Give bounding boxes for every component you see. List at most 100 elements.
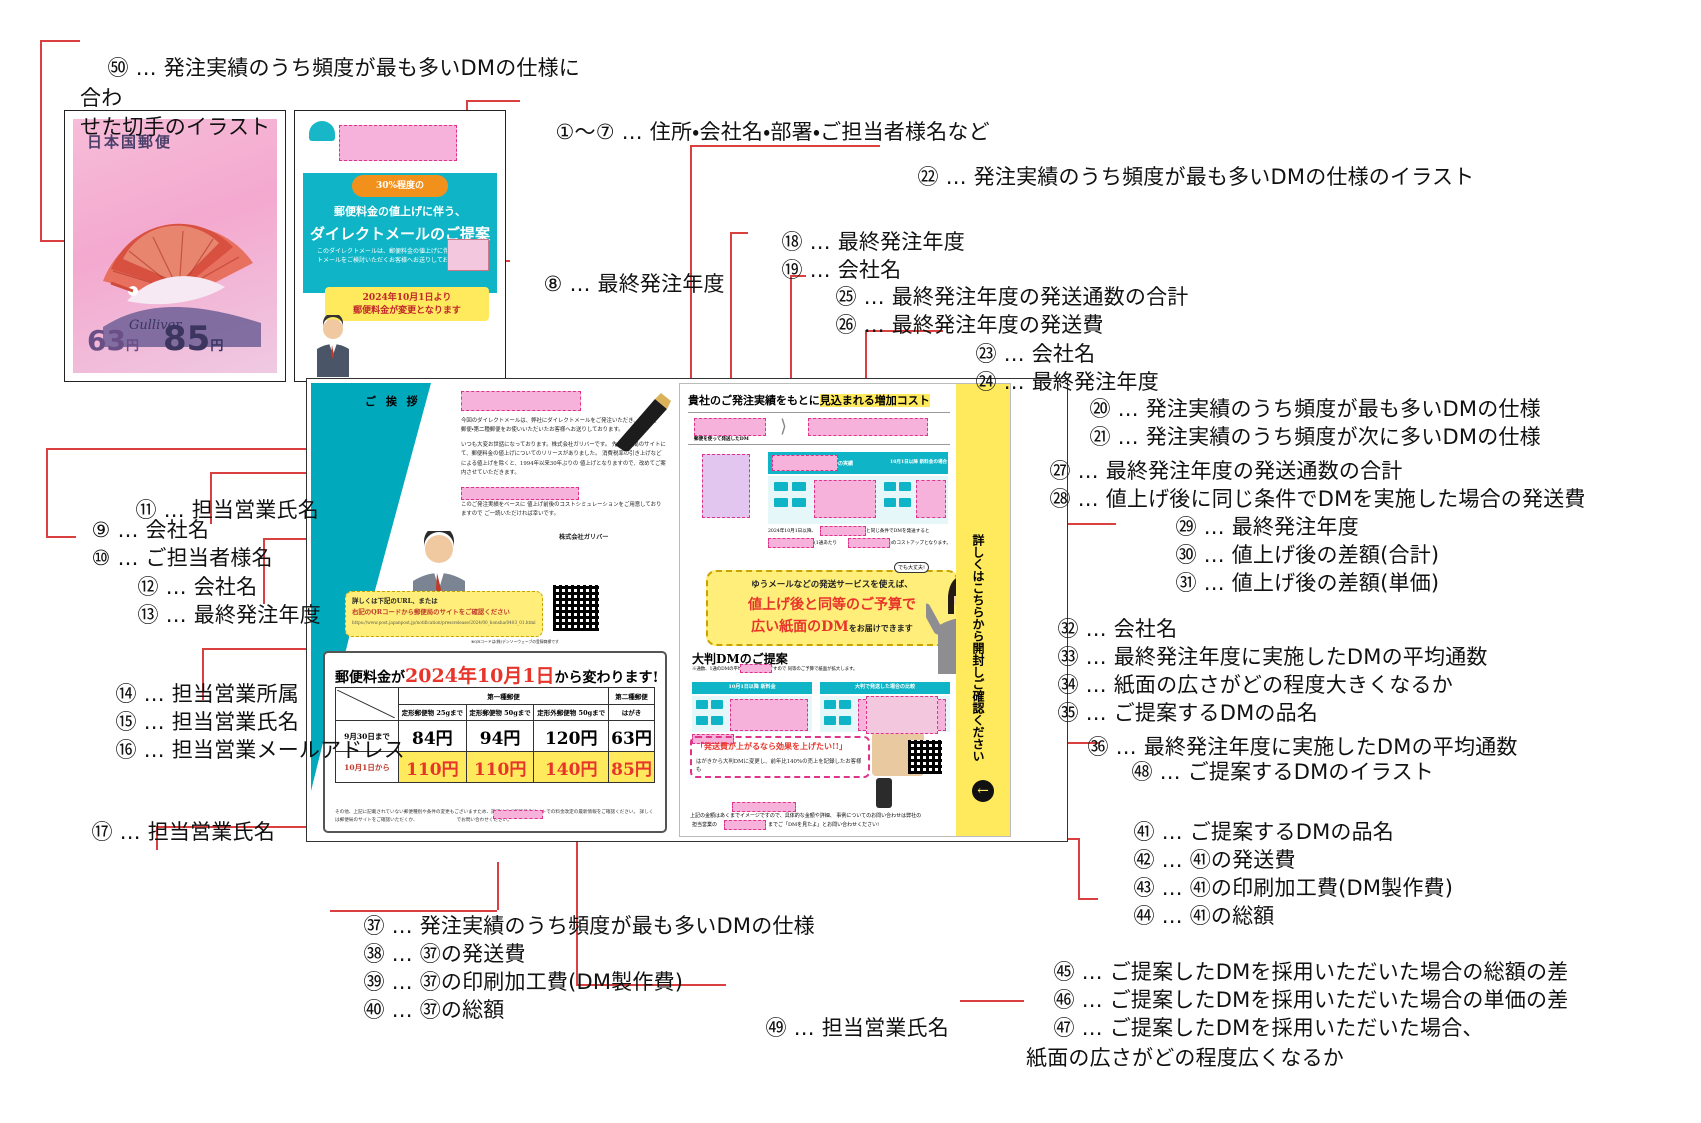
pink-placeholder-37-set bbox=[730, 699, 808, 731]
dm-yellow-callout: 2024年10月1日より 郵便料金が変更となります bbox=[325, 287, 489, 321]
annotation-41: ㊶ … ご提案するDMの品名 bbox=[1133, 819, 1394, 844]
qr-note: ※QRコードは(株)デンソーウェーブの登録商標です bbox=[471, 639, 559, 644]
annotation-8: ⑧ … 最終発注年度 bbox=[543, 271, 725, 296]
group-header-0: 第一種郵便 bbox=[398, 687, 609, 705]
annotation-23: ㉓ … 会社名 bbox=[975, 341, 1096, 366]
annotation-12: ⑫ … 会社名 bbox=[137, 574, 258, 599]
cell-1-1: 110円 bbox=[465, 751, 535, 783]
annotation-10: ⑩ … ご担当者様名 bbox=[91, 545, 273, 570]
qr-code[interactable] bbox=[553, 585, 599, 631]
callout-line3: 広い紙面のDMをお届けできます bbox=[751, 619, 913, 635]
leader-line-23 bbox=[865, 330, 943, 332]
col-header-2: 定形外郵便物 50gまで bbox=[533, 703, 609, 721]
leader-line-41-end bbox=[1078, 898, 1098, 900]
red-callout-title: 「発送費が上がるなら効果を上げたい!!」 bbox=[696, 741, 848, 751]
pen-illustration bbox=[615, 393, 671, 451]
divider-1 bbox=[688, 412, 950, 413]
postal-logo-icon bbox=[309, 121, 335, 141]
cost-note-mid: と同じ条件でDMを発送すると bbox=[866, 529, 930, 534]
annotation-1to7: ①〜⑦ … 住所・会社名・部署・ご担当者様名など bbox=[555, 119, 990, 144]
svg-text:Gulliver: Gulliver bbox=[129, 318, 182, 333]
postage-price-table: 第一種郵便 第二種郵便 定形郵便物 25gまで 定形郵便物 50gまで 定形外郵… bbox=[335, 687, 655, 783]
price-panel-title: 郵便料金が2024年10月1日から変わります! bbox=[335, 665, 659, 687]
pink-placeholder-spec bbox=[820, 526, 866, 536]
pink-placeholder-cost bbox=[808, 418, 928, 436]
qr-code-right[interactable] bbox=[908, 740, 942, 774]
ogata-section-title: 大判DMのご提案 bbox=[692, 652, 788, 666]
annotation-49: ㊾ … 担当営業氏名 bbox=[765, 1015, 949, 1040]
dm-sample-image bbox=[702, 454, 750, 518]
pink-placeholder-address bbox=[339, 125, 457, 161]
col-header-3: はがき bbox=[608, 703, 655, 721]
annotation-34: ㉞ … 紙面の広さがどの程度大きくなるか bbox=[1057, 672, 1453, 697]
cell-1-0: 110円 bbox=[398, 751, 467, 783]
right-footer-note: 上記の金額はあくまでイメージですので、具体的な金額や詳細、 事例についてのお問い… bbox=[690, 812, 982, 819]
leader-line-11-v bbox=[210, 472, 212, 524]
pink-placeholder-sales-name bbox=[732, 802, 796, 812]
cell-0-3: 63円 bbox=[608, 720, 655, 752]
stamp-denomination-63: 63円 bbox=[87, 324, 139, 357]
cost-note-post: )のコストアップとなります。 bbox=[890, 541, 951, 546]
dm-headline-line1: 郵便料金の値上げに伴う、 bbox=[334, 205, 466, 218]
annotation-44: ㊹ … ㊶の総額 bbox=[1133, 903, 1275, 928]
row-label-1: 10月1日から bbox=[335, 751, 399, 783]
table-row-after: 10月1日から 110円 110円 140円 85円 bbox=[335, 751, 655, 783]
smartphone-icon bbox=[876, 778, 892, 808]
greeting-title: ご 挨 拶 bbox=[365, 395, 421, 408]
leader-line-50 bbox=[40, 40, 42, 240]
annotation-38: ㊳ … ㊲の発送費 bbox=[363, 941, 526, 966]
leader-line-22 bbox=[690, 145, 880, 147]
pink-placeholder-contact bbox=[493, 810, 543, 819]
brochure-right-page: 貴社のご発注実績をもとに見込まれる増加コスト 郵便を使って発送したDM ⟩ の実… bbox=[679, 383, 1011, 837]
pink-placeholder-new-cost bbox=[916, 480, 946, 518]
pink-placeholder-year bbox=[772, 455, 838, 471]
brochure-left-page: ご 挨 拶 今回のダイレクトメールは、弊社にダイレクトメールをご発注いただき、 … bbox=[311, 383, 675, 835]
annotation-45: ㊺ … ご提案したDMを採用いただいた場合の総額の差 bbox=[1053, 959, 1569, 984]
annotation-28: ㉘ … 値上げ後に同じ条件でDMを実施した場合の発送費 bbox=[1049, 486, 1586, 511]
leader-line-14-v bbox=[202, 648, 204, 700]
stamp-inner: 日本国郵便 Gulliver bbox=[73, 119, 277, 373]
cell-0-1: 94円 bbox=[465, 720, 535, 752]
salesman-illustration bbox=[317, 315, 349, 377]
annotation-36: ㊱ … 最終発注年度に実施したDMの平均通数 bbox=[1087, 734, 1518, 759]
brochure-spread: ご 挨 拶 今回のダイレクトメールは、弊社にダイレクトメールをご発注いただき、 … bbox=[306, 378, 1068, 842]
pink-placeholder-dm-name bbox=[694, 418, 766, 436]
callout-line2: 値上げ後と同等のご予算で bbox=[748, 597, 916, 613]
annotation-48: ㊽ … ご提案するDMのイラスト bbox=[1131, 759, 1434, 784]
annotation-35: ㉟ … ご提案するDMの品名 bbox=[1057, 700, 1318, 725]
price-change-panel: 郵便料金が2024年10月1日から変わります! 第一種郵便 第二種郵便 定形郵便… bbox=[323, 651, 667, 833]
leader-line-12-v bbox=[263, 538, 265, 604]
leader-line-37 bbox=[330, 910, 497, 912]
compare2-left-label: 10月1日以降 新料金 bbox=[728, 684, 776, 690]
annotation-21: ㉑ … 発注実績のうち頻度が次に多いDMの仕様 bbox=[1089, 424, 1541, 449]
leader-line-50-top bbox=[40, 40, 80, 42]
greeting-paragraph-3: このご発注実績をベースに 値上げ前後のコストシミュレーションをご用意しております… bbox=[461, 502, 662, 518]
divider-2 bbox=[688, 444, 950, 445]
annotation-26: ㉖ … 最終発注年度の発送費 bbox=[835, 312, 1104, 337]
annotation-46: ㊻ … ご提案したDMを採用いただいた場合の単価の差 bbox=[1053, 987, 1569, 1012]
cost-note-pre: 2024年10月1日以降、 bbox=[768, 529, 817, 534]
leader-line-17 bbox=[156, 826, 422, 828]
annotation-33: ㉝ … 最終発注年度に実施したDMの平均通数 bbox=[1057, 644, 1488, 669]
col-header-1: 定形郵便物 50gまで bbox=[465, 703, 535, 721]
compare-body bbox=[768, 476, 948, 524]
red-callout-box: 「発送費が上がるなら効果を上げたい!!」 はがきから大判DMに変更し、前年比14… bbox=[690, 736, 870, 778]
leader-line-22-v bbox=[690, 145, 692, 395]
strip-text: 詳しくはこちらから開封しご確認ください bbox=[971, 534, 985, 762]
cell-1-2: 140円 bbox=[533, 751, 609, 783]
col-header-0: 定形郵便物 25gまで bbox=[398, 703, 467, 721]
ogata-note: ※通数、1通のDMの平均通数 ですので 同等のご予算で紙面が拡大します。 bbox=[692, 667, 858, 672]
cell-0-0: 84円 bbox=[398, 720, 467, 752]
cost-note-unit: (1通あたり bbox=[814, 541, 838, 546]
annotation-25: ㉕ … 最終発注年度の発送通数の合計 bbox=[835, 284, 1189, 309]
yellow-callout-box: ゆうメールなどの発送サービスを使えば、 値上げ後と同等のご予算で 広い紙面のDM… bbox=[706, 570, 958, 646]
pink-placeholder-avg bbox=[740, 664, 772, 673]
stamp-country-label: 日本国郵便 bbox=[87, 133, 173, 151]
annotation-20: ⑳ … 発注実績のうち頻度が最も多いDMの仕様 bbox=[1089, 396, 1541, 421]
right-page-heading: 貴社のご発注実績をもとに見込まれる増加コスト bbox=[688, 394, 930, 407]
arrow-left-icon: ← bbox=[972, 780, 994, 802]
pink-placeholder-diff-unit bbox=[848, 538, 890, 548]
leader-line-41-v bbox=[1078, 838, 1080, 898]
leader-line-37-v bbox=[497, 862, 499, 910]
